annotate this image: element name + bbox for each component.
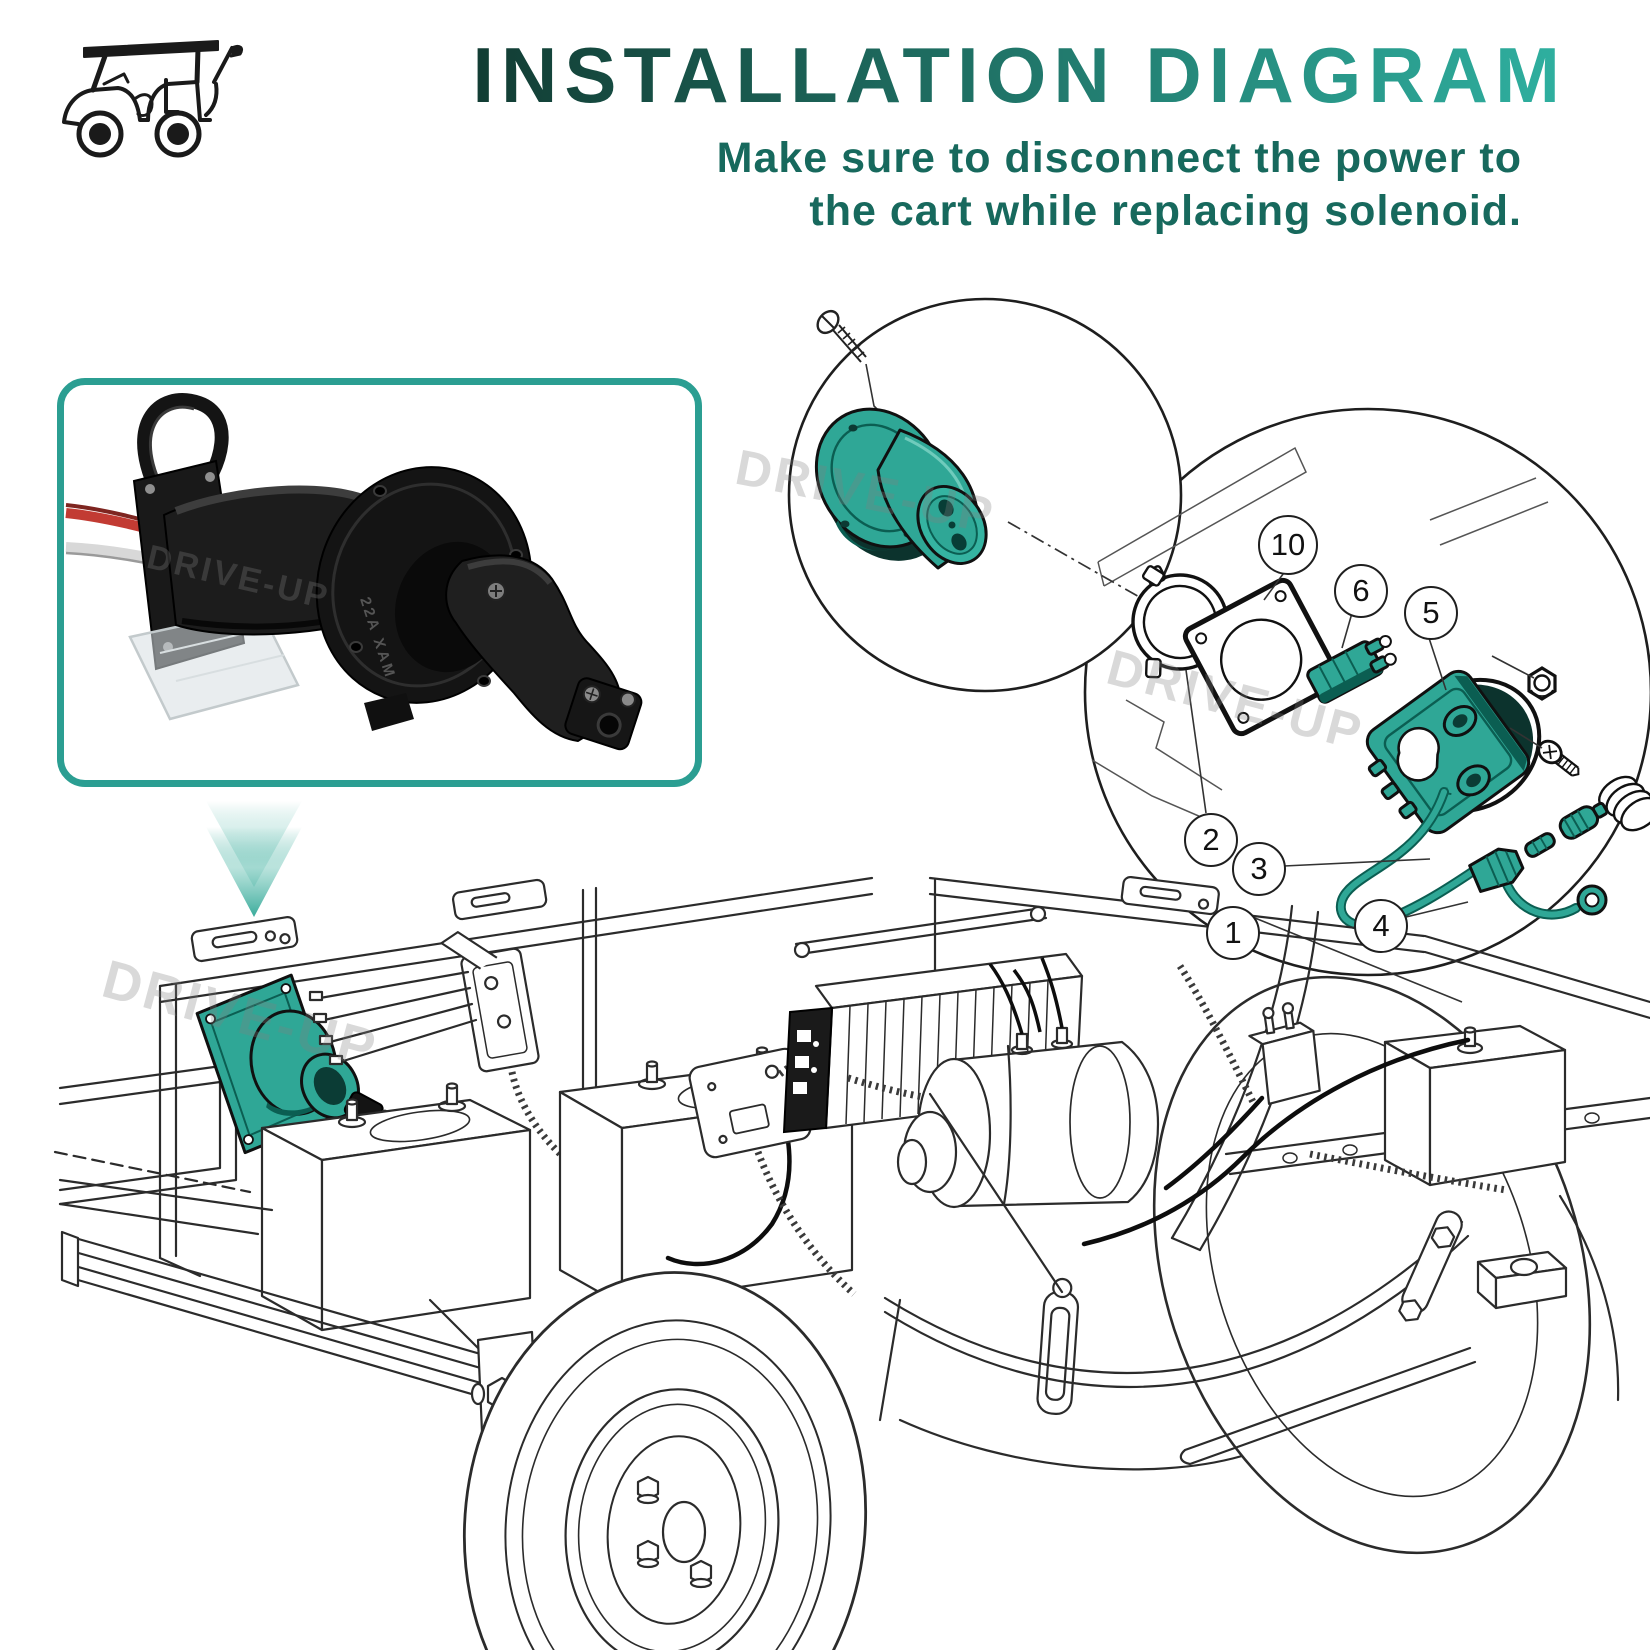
drive-motor	[896, 957, 1160, 1209]
subtitle-line1: Make sure to disconnect the power to	[716, 134, 1522, 182]
flange-foot	[364, 693, 414, 731]
coil-spring	[1598, 775, 1650, 832]
rail-bracket-left	[190, 915, 299, 963]
callout-5: 5	[1404, 586, 1458, 640]
callout-3: 3	[1232, 842, 1286, 896]
product-photo-box: 22A XAM	[57, 378, 702, 787]
gasket-plate	[1182, 577, 1342, 737]
battery-right	[1081, 1024, 1567, 1247]
front-wheel	[462, 1271, 868, 1650]
body-cutaway-lines	[1091, 446, 1549, 833]
rear-tire	[1152, 975, 1592, 1555]
rail-bracket-mid	[451, 878, 548, 921]
lug-nuts	[636, 1475, 713, 1589]
leaf-spring	[883, 1220, 1477, 1471]
subtitle-line2: the cart while replacing solenoid.	[809, 187, 1522, 235]
golf-cart-logo	[62, 40, 244, 158]
subtitle: Make sure to disconnect the power to the…	[560, 132, 1522, 238]
page-title-text: INSTALLATION DIAGRAM	[472, 34, 1567, 119]
callout-10: 10	[1258, 515, 1318, 575]
zoom-circle-left	[787, 297, 1183, 693]
misc-braces	[878, 1092, 1620, 1422]
callout-10-label: 10	[1270, 527, 1306, 562]
fan-wires	[308, 970, 478, 1066]
callout-1: 1	[1206, 906, 1260, 960]
rail-bracket-right	[1120, 875, 1220, 916]
callout-2: 2	[1184, 813, 1238, 867]
shock-absorber	[1036, 1277, 1080, 1415]
callout-4-label: 4	[1372, 908, 1390, 943]
solenoid	[1248, 1002, 1321, 1105]
wire-assembly	[1335, 787, 1609, 931]
callout-4: 4	[1354, 899, 1408, 953]
axis-centerline	[1007, 521, 1233, 651]
shackle-link	[1398, 1210, 1463, 1322]
callout-3-label: 3	[1250, 851, 1268, 886]
product-photo: 22A XAM	[65, 393, 643, 751]
callout-6: 6	[1334, 564, 1388, 618]
plug-end-block	[564, 677, 643, 751]
callout-leader-lines	[1185, 569, 1543, 1003]
callout-1-label: 1	[1224, 915, 1242, 950]
hex-nut	[1527, 666, 1557, 701]
machine-screw	[1537, 739, 1580, 777]
receptacle-front-plate	[1365, 669, 1542, 835]
receptacle-rear-view	[814, 407, 988, 570]
forward-reverse-switch	[308, 931, 592, 1181]
callout-2-label: 2	[1202, 822, 1220, 857]
callout-5-label: 5	[1422, 595, 1440, 630]
battery-left	[260, 1082, 532, 1332]
chassis-drawing	[53, 875, 1650, 1650]
hitch-bracket	[1476, 1250, 1568, 1310]
callout-6-label: 6	[1352, 573, 1370, 608]
terminal-block	[1306, 634, 1397, 704]
down-arrow-icon	[206, 801, 302, 917]
page-title: INSTALLATION DIAGRAM	[472, 34, 1567, 119]
